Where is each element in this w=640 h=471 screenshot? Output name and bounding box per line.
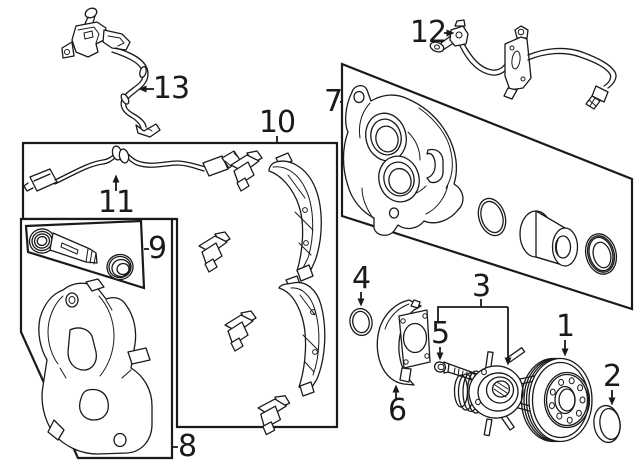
callout-label-2[interactable]: 2 (602, 359, 622, 394)
abs-sensor-harness-13 (61, 7, 161, 138)
hub-bolt-5 (433, 361, 478, 382)
piston-boot (584, 233, 618, 275)
splash-shield-6 (376, 299, 431, 386)
caliper-bracket (38, 278, 153, 455)
caliper-piston (519, 210, 579, 267)
o-ring-4 (349, 307, 373, 337)
callout-label-1[interactable]: 1 (555, 309, 575, 344)
brake-caliper (342, 85, 464, 236)
callout-label-3[interactable]: 3 (471, 269, 491, 304)
pad-clip (224, 310, 257, 352)
wheel-speed-sensor-11 (23, 145, 241, 192)
callout-label-12[interactable]: 12 (409, 15, 447, 50)
callout-leaders (112, 29, 616, 448)
box-9 (24, 219, 146, 290)
callout-label-11[interactable]: 11 (97, 185, 135, 220)
callout-label-9[interactable]: 9 (147, 231, 167, 266)
callout-label-4[interactable]: 4 (351, 261, 371, 296)
guide-pin (28, 228, 98, 265)
pad-clip (198, 231, 231, 273)
grease-cap-2 (593, 404, 621, 444)
callout-label-6[interactable]: 6 (387, 393, 407, 428)
callout-label-10[interactable]: 10 (258, 105, 296, 140)
pad-clip (230, 150, 263, 192)
pad-clip (257, 395, 291, 436)
callout-label-8[interactable]: 8 (177, 429, 197, 464)
rotor-bolt-holes (548, 377, 586, 424)
brake-pad-outer (268, 152, 322, 282)
pin-bushing (106, 253, 134, 281)
callout-label-7[interactable]: 7 (323, 84, 343, 119)
brake-pad-inner (278, 275, 326, 397)
piston-seal (477, 197, 507, 237)
brake-rotor-1 (520, 357, 593, 443)
callout-label-5[interactable]: 5 (430, 316, 450, 351)
brake-hose-12 (429, 19, 617, 110)
callout-label-13[interactable]: 13 (152, 71, 190, 106)
